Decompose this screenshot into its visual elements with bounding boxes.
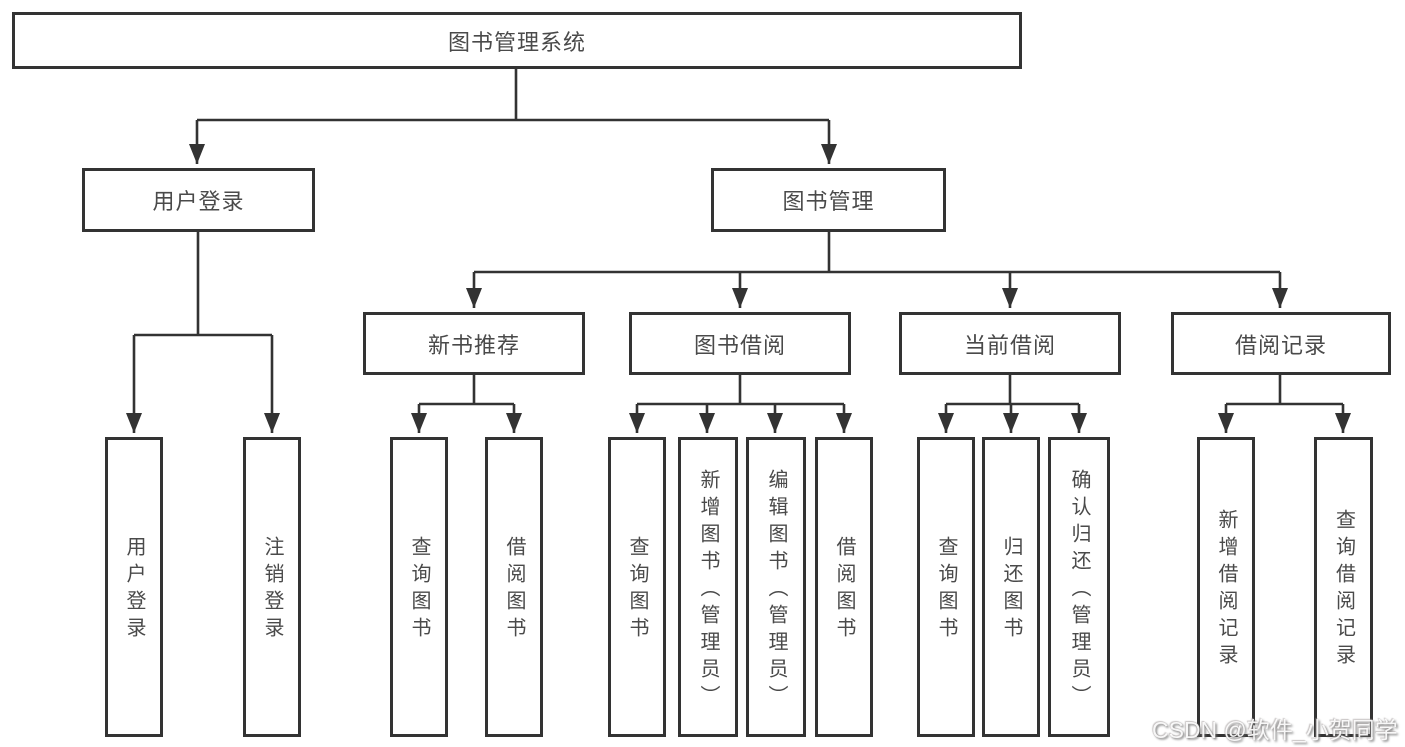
leaf-label: 借阅图书 bbox=[503, 536, 525, 644]
node-label: 图书管理 bbox=[782, 189, 875, 214]
node-current-borrowing: 当前借阅 bbox=[899, 312, 1121, 375]
node-label: 用户登录 bbox=[152, 189, 245, 214]
leaf-label: 查询借阅记录 bbox=[1332, 509, 1355, 671]
leaf-label: 借阅图书 bbox=[833, 536, 855, 644]
node-borrowing-records: 借阅记录 bbox=[1171, 312, 1391, 375]
node-label: 当前借阅 bbox=[963, 332, 1056, 358]
leaf-label: 查询图书 bbox=[626, 536, 648, 644]
node-book-management: 图书管理 bbox=[711, 168, 946, 232]
connector-backbone bbox=[134, 68, 1343, 406]
leaf-label: 编辑图书（管理员） bbox=[765, 468, 787, 712]
node-label: 新书推荐 bbox=[427, 332, 520, 358]
leaf-cb-return-books: 归还图书 bbox=[982, 437, 1040, 737]
leaf-nbr-query-books: 查询图书 bbox=[390, 437, 448, 737]
leaf-user-login: 用户登录 bbox=[105, 437, 163, 737]
leaf-cb-query-books: 查询图书 bbox=[917, 437, 975, 737]
node-label: 图书借阅 bbox=[693, 332, 786, 358]
leaf-label: 确认归还（管理员） bbox=[1068, 468, 1090, 712]
node-root-library-system: 图书管理系统 bbox=[12, 12, 1022, 69]
leaf-label: 查询图书 bbox=[935, 536, 957, 644]
node-new-book-recommend: 新书推荐 bbox=[363, 312, 585, 375]
node-book-borrowing: 图书借阅 bbox=[629, 312, 851, 375]
leaf-bb-add-books-admin: 新增图书（管理员） bbox=[678, 437, 738, 737]
node-label: 借阅记录 bbox=[1234, 332, 1327, 358]
leaf-label: 注销登录 bbox=[261, 536, 283, 644]
leaf-bb-borrow-books: 借阅图书 bbox=[815, 437, 873, 737]
leaf-nbr-borrow-books: 借阅图书 bbox=[485, 437, 543, 737]
leaf-label: 查询图书 bbox=[408, 536, 430, 644]
leaf-cb-confirm-return-admin: 确认归还（管理员） bbox=[1048, 437, 1110, 737]
node-label: 图书管理系统 bbox=[447, 29, 586, 55]
leaf-logout-login: 注销登录 bbox=[243, 437, 301, 737]
node-user-login: 用户登录 bbox=[82, 168, 315, 232]
leaf-br-add-record: 新增借阅记录 bbox=[1197, 437, 1255, 737]
leaf-label: 新增借阅记录 bbox=[1215, 509, 1237, 671]
leaf-bb-edit-books-admin: 编辑图书（管理员） bbox=[746, 437, 806, 737]
leaf-br-query-record: 查询借阅记录 bbox=[1314, 437, 1373, 737]
leaf-label: 新增图书（管理员） bbox=[697, 468, 719, 712]
leaf-label: 用户登录 bbox=[123, 536, 145, 644]
leaf-bb-query-books: 查询图书 bbox=[608, 437, 666, 737]
leaf-label: 归还图书 bbox=[1000, 536, 1022, 644]
